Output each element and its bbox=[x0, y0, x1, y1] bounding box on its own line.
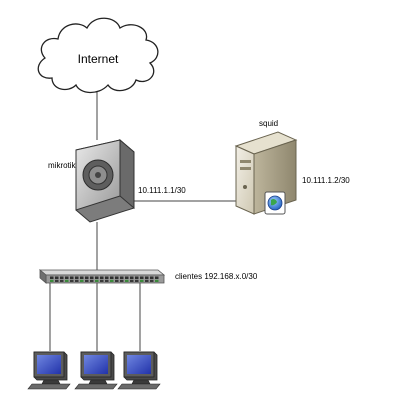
client-computer bbox=[27, 351, 71, 390]
router-label: mikrotik bbox=[48, 161, 77, 170]
squid-ip: 10.111.1.2/30 bbox=[302, 176, 350, 185]
computer-monitor-icon bbox=[74, 351, 118, 390]
client-computer bbox=[74, 351, 118, 390]
client-computer bbox=[117, 351, 161, 390]
internet-cloud: Internet bbox=[37, 17, 159, 94]
clientes-switch: clientes 192.168.x.0/30 bbox=[38, 269, 258, 284]
client-computers bbox=[27, 351, 161, 390]
router-ip: 10.111.1.1/30 bbox=[138, 186, 186, 195]
squid-label: squid bbox=[259, 119, 278, 128]
squid-server: squid 10.111.1.2/30 bbox=[234, 119, 350, 215]
switch-label: clientes 192.168.x.0/30 bbox=[175, 272, 258, 281]
switch-icon bbox=[38, 269, 166, 284]
cloud-icon bbox=[37, 17, 159, 94]
mikrotik-router: mikrotik 10.111.1.1/30 bbox=[48, 138, 186, 223]
computer-monitor-icon bbox=[117, 351, 161, 390]
switch-ports bbox=[50, 276, 159, 282]
computer-monitor-icon bbox=[27, 351, 71, 390]
globe-badge-icon bbox=[264, 191, 286, 215]
connections bbox=[49, 88, 246, 351]
cloud-label: Internet bbox=[78, 52, 119, 66]
router-icon bbox=[75, 138, 135, 223]
